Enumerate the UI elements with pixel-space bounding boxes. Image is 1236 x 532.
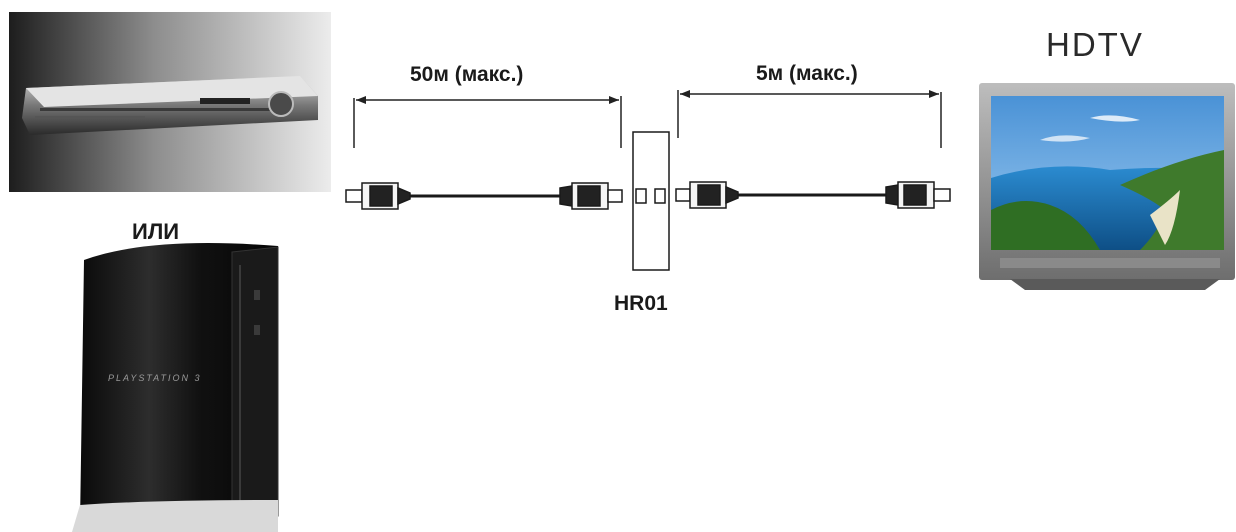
cable-length-left-label: 50м (макс.) — [410, 63, 524, 86]
hdmi-repeater-hub — [632, 131, 670, 271]
or-label: ИЛИ — [132, 219, 180, 244]
dimension-line-right — [677, 90, 942, 148]
console-logo-text: PLAYSTATION 3 — [108, 373, 202, 383]
cable-length-right-label: 5м (макс.) — [756, 62, 858, 85]
hdmi-cable-left — [345, 182, 623, 210]
game-console-icon: PLAYSTATION 3 — [72, 243, 279, 532]
hdtv-icon — [979, 83, 1235, 290]
hub-label: HR01 — [614, 292, 668, 315]
hdmi-cable-right — [675, 181, 951, 209]
tv-label: HDTV — [1046, 26, 1144, 63]
blu-ray-player-icon — [9, 12, 331, 192]
dimension-line-left — [353, 96, 622, 148]
